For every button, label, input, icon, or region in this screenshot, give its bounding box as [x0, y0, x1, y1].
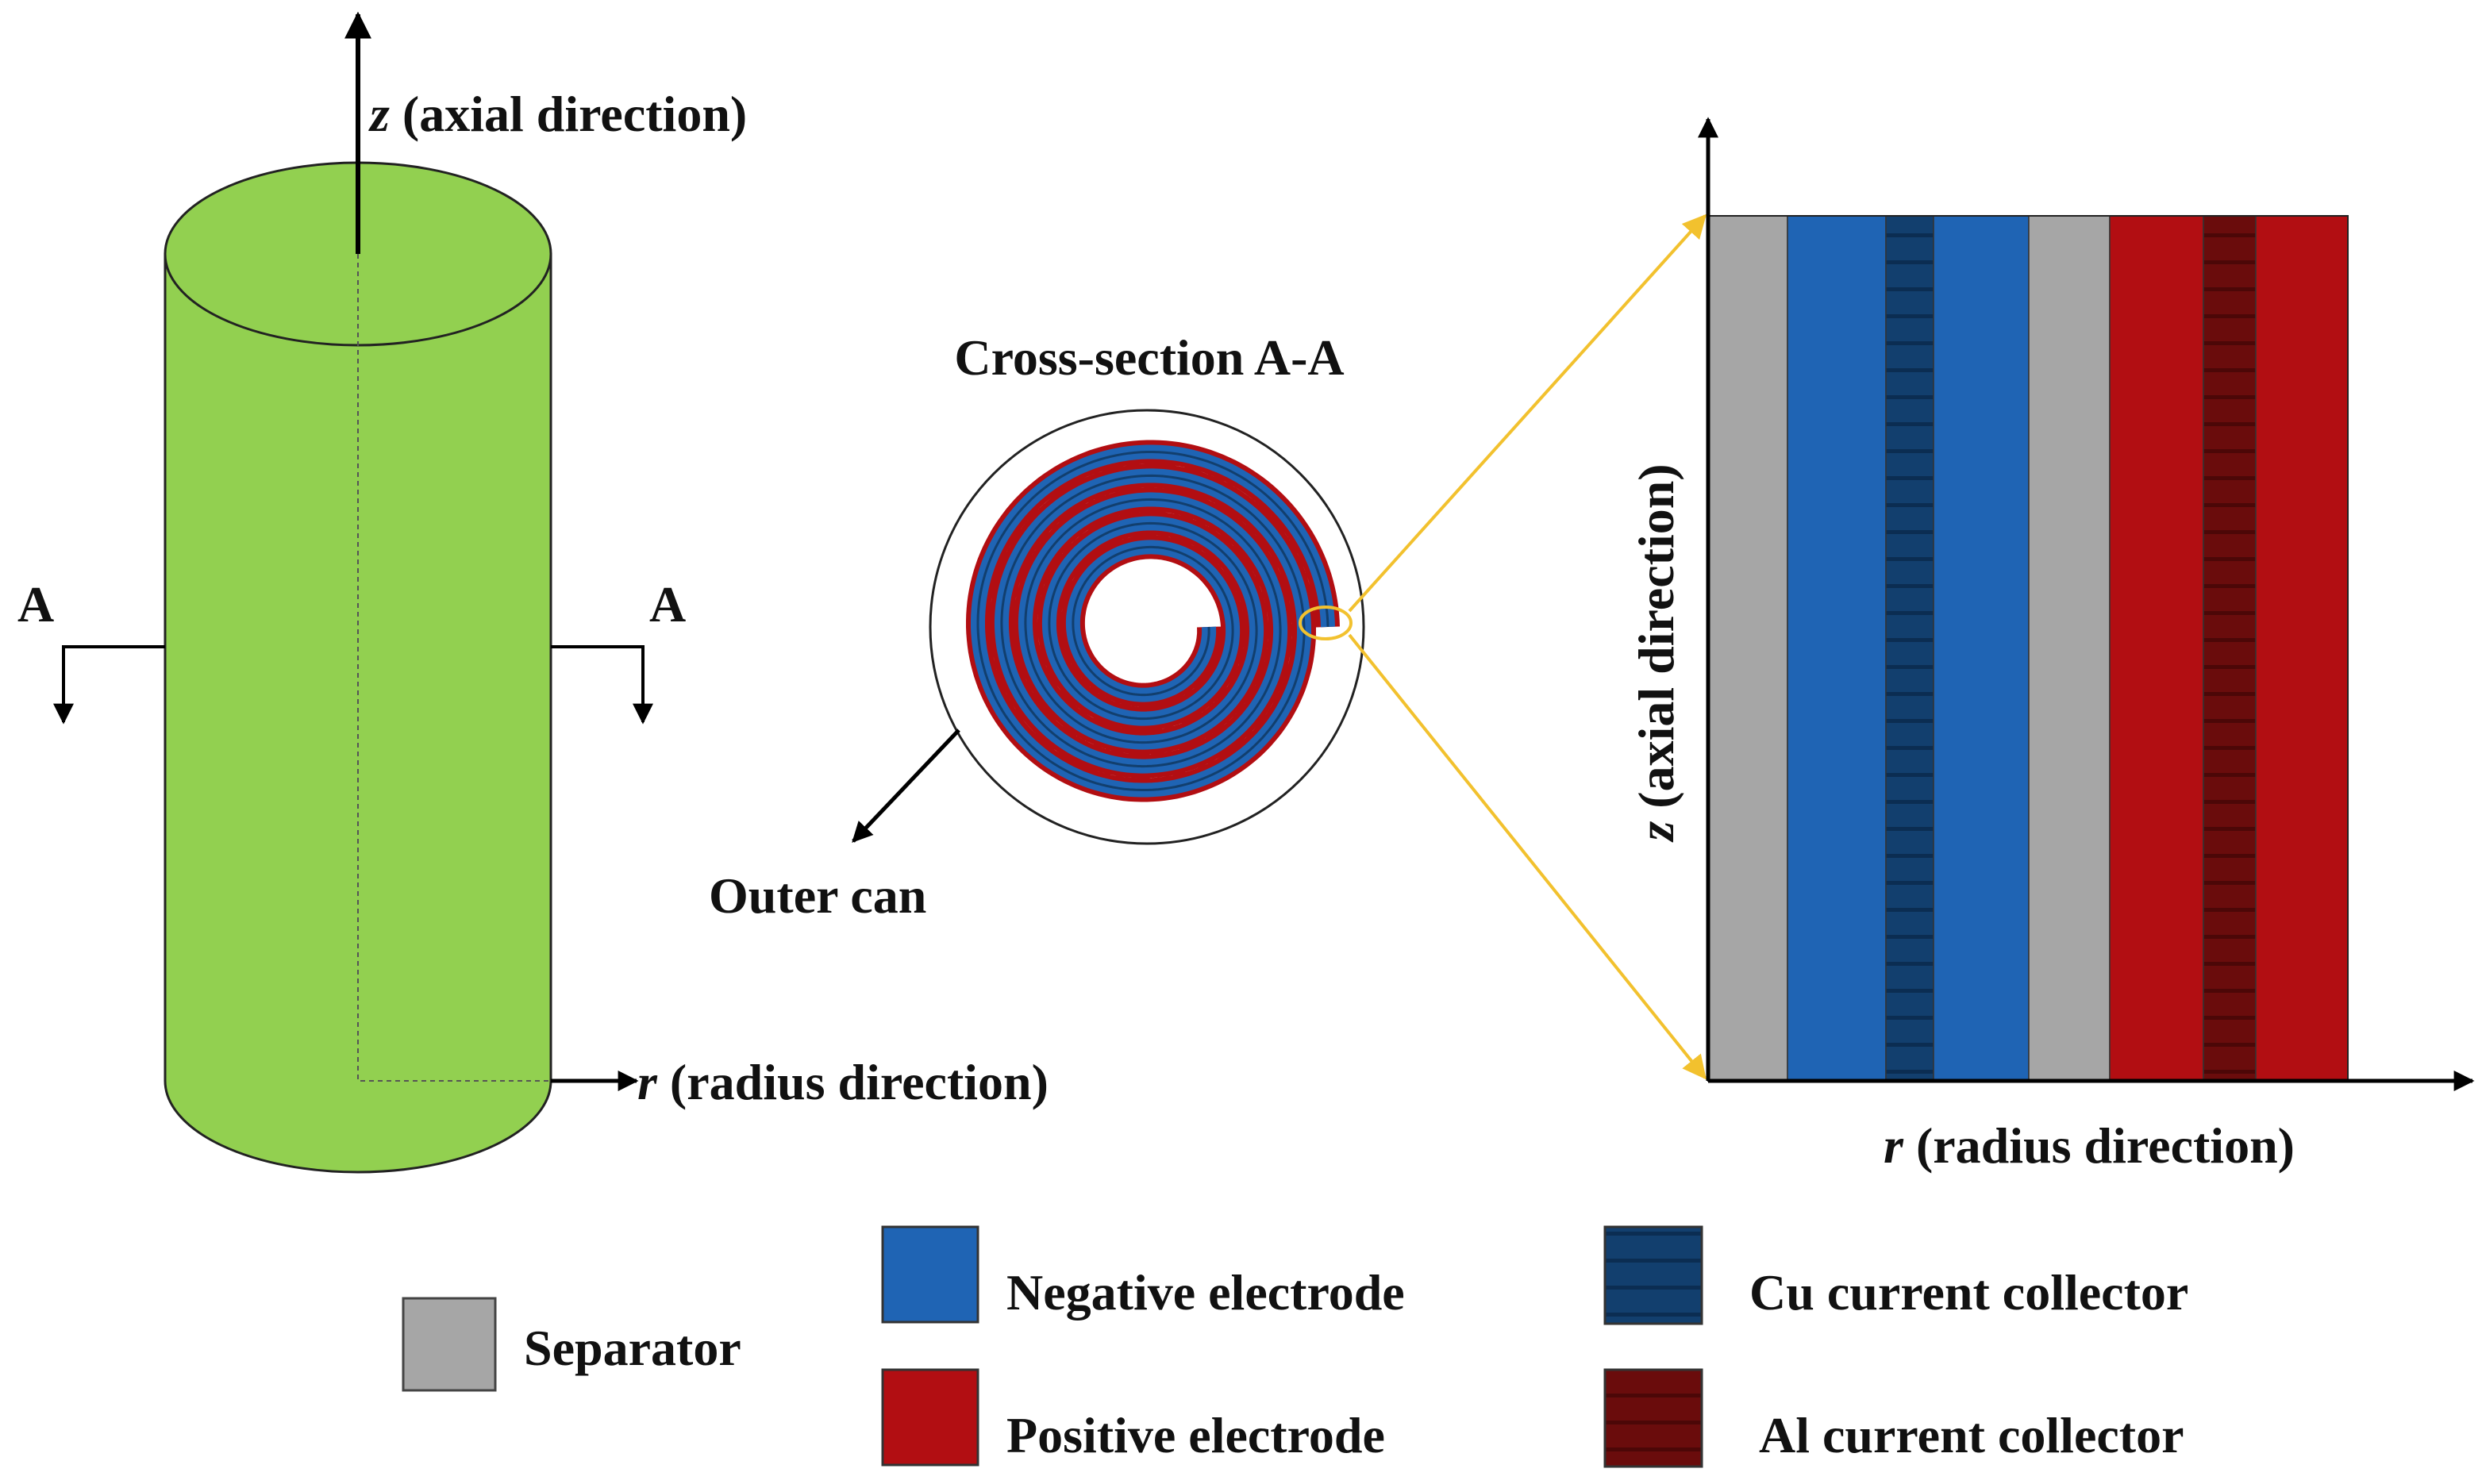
legend-item-al: Al current collector: [1603, 1368, 2184, 1468]
zoom-line-bottom: [1348, 633, 1707, 1080]
legend-label-al: Al current collector: [1759, 1407, 2184, 1463]
layer-separator-1: [1707, 215, 1788, 1082]
layer-view-group: z (axial direction) r (radius direction): [1628, 117, 2475, 1174]
legend-label-cu: Cu current collector: [1749, 1264, 2188, 1321]
layer-positive-2: [2255, 215, 2349, 1082]
spiral-cu-collector: [976, 451, 1330, 791]
legend-swatch-al: [1603, 1368, 1703, 1468]
legend-swatch-cu: [1603, 1225, 1703, 1325]
layer-separator-2: [2028, 215, 2111, 1082]
layer-z-axis-label: z (axial direction): [1628, 463, 1684, 842]
cylinder-group: z (axial direction) r (radius direction)…: [17, 11, 1049, 1174]
outer-can-label: Outer can: [709, 867, 926, 924]
layer-stack: [1707, 215, 2349, 1082]
r-axis-label: r (radius direction): [637, 1054, 1049, 1110]
legend-item-cu: Cu current collector: [1603, 1225, 2188, 1325]
cross-section-title: Cross-section A-A: [954, 329, 1344, 386]
section-label-left: A: [17, 576, 54, 632]
legend-label-separator: Separator: [524, 1320, 741, 1376]
layer-positive-1: [2109, 215, 2204, 1082]
section-label-right: A: [649, 576, 686, 632]
zoom-line-top: [1348, 213, 1707, 613]
legend-item-negative: Negative electrode: [881, 1225, 1405, 1324]
legend: Separator Negative electrode Positive el…: [402, 1225, 2188, 1468]
legend-swatch-positive: [881, 1368, 979, 1467]
layer-negative-2: [1933, 215, 2030, 1082]
legend-item-separator: Separator: [402, 1297, 741, 1392]
layer-al-collector: [2203, 215, 2257, 1082]
section-marker-left: [53, 645, 165, 725]
legend-label-positive: Positive electrode: [1006, 1407, 1385, 1463]
hidden-axis-dashed: [357, 254, 551, 1082]
layer-r-axis-label: r (radius direction): [1884, 1117, 2295, 1174]
layer-negative-1: [1787, 215, 1887, 1082]
zoom-region-marker: [1299, 606, 1353, 640]
legend-item-positive: Positive electrode: [881, 1368, 1385, 1467]
legend-swatch-separator: [402, 1297, 497, 1392]
jelly-roll-spiral: [966, 440, 1340, 802]
outer-can-pointer: [852, 729, 960, 843]
cylinder-body: [164, 252, 552, 1174]
spiral-core-hole: [1098, 578, 1196, 676]
z-axis-label: z (axial direction): [368, 86, 747, 142]
legend-label-negative: Negative electrode: [1006, 1264, 1405, 1321]
legend-swatch-negative: [881, 1225, 979, 1324]
layer-cu-collector: [1885, 215, 1934, 1082]
section-marker-right: [551, 645, 653, 725]
cross-section-group: Cross-section A-A Outer can: [709, 329, 1365, 924]
